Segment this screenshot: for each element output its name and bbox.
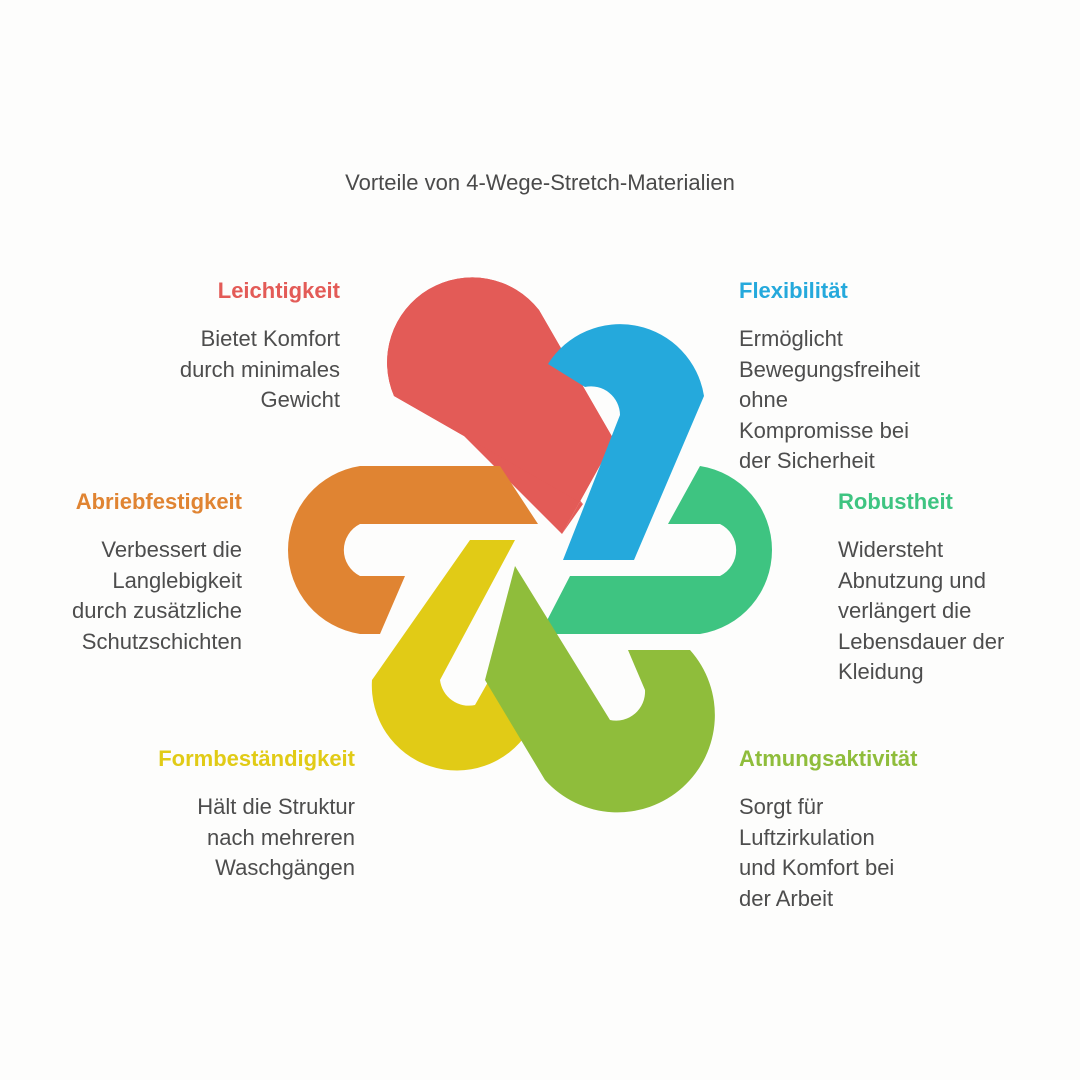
benefit-abriebfestigkeit: Abriebfestigkeit Verbessert die Langlebi… [72, 489, 242, 657]
benefit-description: Widersteht Abnutzung und verlängert die … [838, 537, 1005, 684]
benefit-description: Hält die Struktur nach mehreren Waschgän… [197, 794, 355, 880]
loop-formbestaendigkeit [371, 540, 528, 771]
benefit-flexibilitaet: Flexibilität Ermöglicht Bewegungsfreihei… [739, 278, 920, 477]
benefit-heading: Formbeständigkeit [158, 746, 355, 771]
benefit-heading: Abriebfestigkeit [75, 489, 242, 514]
loop-atmungsaktivitaet [485, 566, 715, 813]
loop-flexibilitaet [548, 324, 704, 560]
loop-robustheit [540, 466, 772, 634]
benefit-description: Verbessert die Langlebigkeit durch zusät… [72, 537, 242, 654]
diagram-title: Vorteile von 4-Wege-Stretch-Materialien [345, 170, 735, 195]
benefit-heading: Leichtigkeit [217, 278, 340, 303]
loop-abriebfestigkeit [288, 466, 538, 634]
benefit-heading: Flexibilität [739, 278, 848, 303]
benefit-description: Sorgt für Luftzirkulation und Komfort be… [739, 794, 895, 911]
benefit-description: Bietet Komfort durch minimales Gewicht [179, 326, 340, 412]
benefit-leichtigkeit: Leichtigkeit Bietet Komfort durch minima… [180, 278, 340, 416]
benefit-heading: Robustheit [838, 489, 953, 514]
benefit-formbestaendigkeit: Formbeständigkeit Hält die Struktur nach… [158, 746, 355, 884]
benefit-robustheit: Robustheit Widersteht Abnutzung und verl… [838, 489, 1004, 688]
benefit-heading: Atmungsaktivität [739, 746, 918, 771]
benefit-atmungsaktivitaet: Atmungsaktivität Sorgt für Luftzirkulati… [739, 746, 917, 914]
benefit-description: Ermöglicht Bewegungsfreiheit ohne Kompro… [739, 326, 921, 473]
